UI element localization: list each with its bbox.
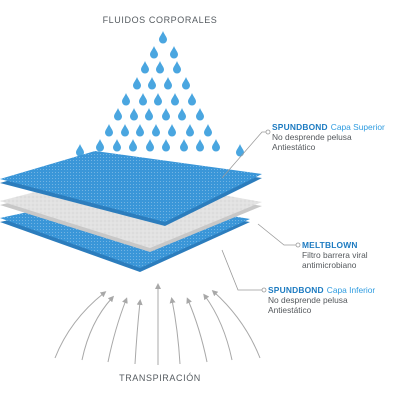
water-drop-icon <box>152 124 160 137</box>
water-drop-icon <box>154 93 162 106</box>
water-drop-icon <box>159 31 167 44</box>
water-drop-icon <box>114 108 122 121</box>
water-drop-icon <box>146 139 154 152</box>
title-transpiration: TRANSPIRACIÓN <box>119 373 201 383</box>
callout-line: Antiestático <box>268 305 312 315</box>
callout-name: SPUNDBOND <box>272 122 328 132</box>
callout-line: No desprende pelusa <box>268 295 348 305</box>
callout-line: No desprende pelusa <box>272 132 352 142</box>
water-drop-icon <box>162 108 170 121</box>
water-drop-icon <box>145 108 153 121</box>
callout-line: antimicrobiano <box>302 260 357 270</box>
water-drop-icon <box>188 93 196 106</box>
callout-name: SPUNDBOND <box>268 285 324 295</box>
water-drop-icon <box>96 139 104 152</box>
leader-lines <box>221 129 301 293</box>
water-drop-icon <box>186 124 194 137</box>
water-drop-icon <box>121 124 129 137</box>
water-drop-icon <box>122 93 130 106</box>
transpiration-arrows <box>54 283 261 365</box>
water-drop-icon <box>139 93 147 106</box>
water-drop-icon <box>113 139 121 152</box>
water-drop-icon <box>150 46 158 59</box>
water-drop-icon <box>164 77 172 90</box>
fluid-drops <box>76 31 244 157</box>
water-drop-icon <box>236 144 244 157</box>
curved-arrow-icon <box>107 297 128 363</box>
spundbond-top-layer <box>0 151 262 226</box>
water-drop-icon <box>170 46 178 59</box>
curved-arrow-icon <box>211 289 261 359</box>
water-drop-icon <box>129 139 137 152</box>
water-drop-icon <box>76 144 84 157</box>
callout-qualifier: Capa Inferior <box>326 285 376 295</box>
water-drop-icon <box>136 124 144 137</box>
water-drop-icon <box>148 77 156 90</box>
water-drop-icon <box>105 124 113 137</box>
curved-arrow-icon <box>54 291 107 359</box>
callout-line: Filtro barrera viral <box>302 250 368 260</box>
water-drop-icon <box>178 108 186 121</box>
water-drop-icon <box>196 139 204 152</box>
water-drop-icon <box>168 124 176 137</box>
water-drop-icon <box>196 108 204 121</box>
water-drop-icon <box>130 108 138 121</box>
water-drop-icon <box>156 61 164 74</box>
water-drop-icon <box>180 139 188 152</box>
callout-line: Antiestático <box>272 142 316 152</box>
curved-arrow-icon <box>134 299 143 365</box>
curved-arrow-icon <box>203 293 233 361</box>
water-drop-icon <box>212 139 220 152</box>
callout-name: MELTBLOWN <box>302 240 358 250</box>
water-drop-icon <box>133 77 141 90</box>
title-fluids: FLUIDOS CORPORALES <box>102 15 218 25</box>
water-drop-icon <box>171 93 179 106</box>
curved-arrow-icon <box>169 297 181 365</box>
water-drop-icon <box>162 139 170 152</box>
curved-arrow-icon <box>81 295 115 361</box>
callout-qualifier: Capa Superior <box>330 122 385 132</box>
callout-meltblown: MELTBLOWN Filtro barrera viral antimicro… <box>302 240 368 270</box>
curved-arrow-icon <box>186 297 208 363</box>
water-drop-icon <box>182 77 190 90</box>
water-drop-icon <box>204 124 212 137</box>
water-drop-icon <box>141 61 149 74</box>
water-drop-icon <box>173 61 181 74</box>
